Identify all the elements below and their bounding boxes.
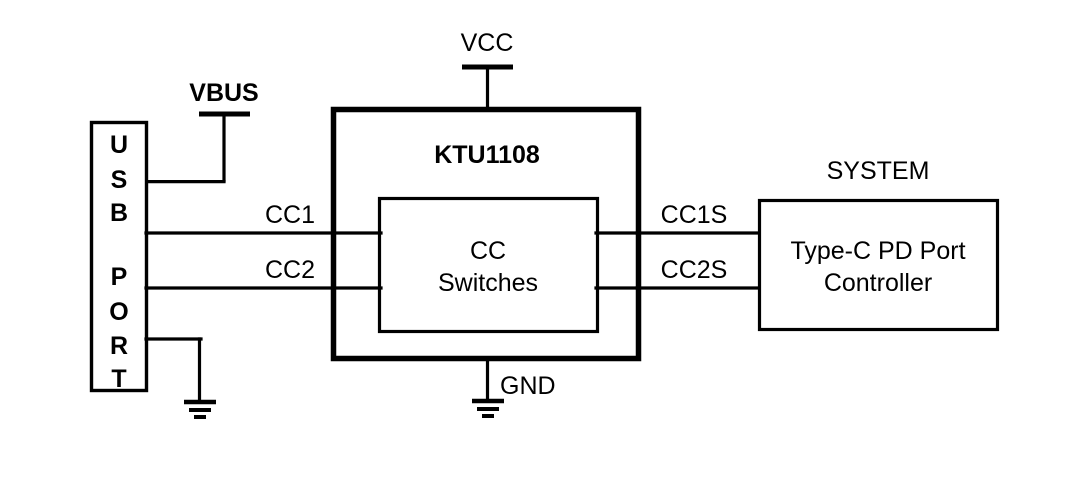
usb-port-letter-r: R <box>110 332 128 360</box>
usb-port-letter-p: P <box>111 263 128 291</box>
vbus-label: VBUS <box>189 79 258 107</box>
vcc-label: VCC <box>461 29 514 57</box>
cc2-label: CC2 <box>265 256 315 284</box>
usb-port-letter-u: U <box>110 131 128 159</box>
usb-port-letter-o: O <box>109 298 128 326</box>
vbus-net <box>144 111 250 184</box>
system-block-line1: Type-C PD Port <box>790 237 965 265</box>
cc1-label: CC1 <box>265 201 315 229</box>
usb-port-letter-t: T <box>111 365 126 393</box>
chip-part-number-label: KTU1108 <box>434 141 540 169</box>
usb-gnd-net <box>144 337 216 419</box>
gnd-label: GND <box>500 372 556 400</box>
system-block-line2: Controller <box>824 269 932 297</box>
cc2s-label: CC2S <box>661 256 728 284</box>
cc-switches-block <box>377 196 600 334</box>
usb-port-box <box>89 120 149 393</box>
usb-port-letter-b: B <box>110 199 128 227</box>
usb-port-letter-s: S <box>111 166 128 194</box>
cc-switches-line2: Switches <box>438 269 538 297</box>
cc-switches-line1: CC <box>470 237 506 265</box>
type-c-pd-port-controller-block <box>757 198 1000 332</box>
chip-gnd-net <box>472 356 504 418</box>
cc1s-label: CC1S <box>661 201 728 229</box>
vcc-net <box>462 64 513 112</box>
system-heading-label: SYSTEM <box>827 157 930 185</box>
